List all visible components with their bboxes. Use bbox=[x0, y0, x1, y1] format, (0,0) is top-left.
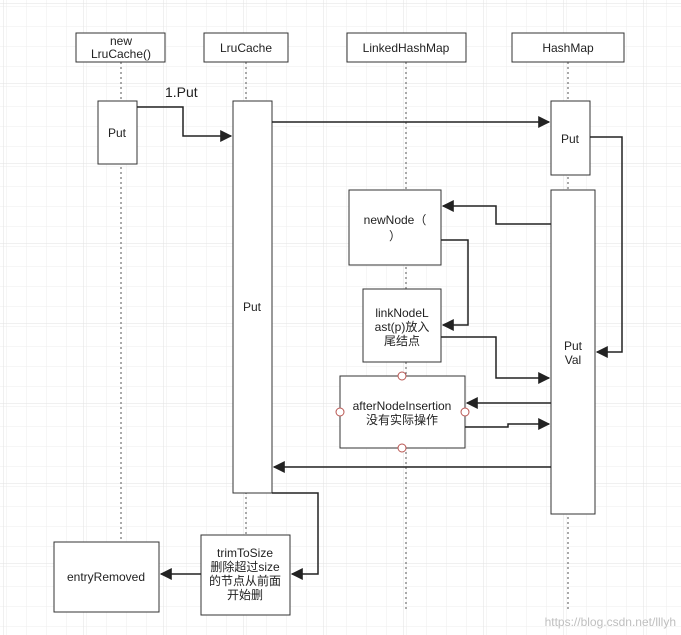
port-bottom bbox=[397, 443, 407, 453]
watermark-text: https://blog.csdn.net/lllyh bbox=[545, 615, 676, 629]
lifeline-label-new-line1: new bbox=[110, 34, 132, 48]
lifeline-label-lrucache: LruCache bbox=[220, 41, 272, 55]
lifeline-label-linkedhashmap: LinkedHashMap bbox=[363, 41, 450, 55]
box-entry-removed[interactable] bbox=[53, 541, 160, 613]
label-link-node-last-line3: 尾结点 bbox=[384, 334, 420, 348]
label-putval-line2: Val bbox=[565, 353, 581, 367]
label-new-node-line1: newNode（ bbox=[364, 213, 427, 227]
arrow-lrucache-to-trimtosize bbox=[272, 492, 319, 580]
label-lrucache-put: Put bbox=[243, 300, 262, 314]
label-link-node-last-line2: ast(p)放入 bbox=[375, 319, 430, 334]
label-putval-line1: Put bbox=[564, 339, 583, 353]
activation-lrucache-put[interactable] bbox=[232, 100, 273, 494]
activation-client-put[interactable] bbox=[97, 100, 138, 165]
arrow-newnode-to-linknodelast bbox=[441, 239, 469, 331]
lifeline-header-linkedhashmap[interactable] bbox=[346, 32, 467, 63]
port-top bbox=[397, 371, 407, 381]
label-after-node-insertion-line2: 没有实际操作 bbox=[366, 412, 438, 427]
activation-hashmap-put[interactable] bbox=[550, 100, 591, 176]
label-after-node-insertion-line1: afterNodeInsertion bbox=[353, 399, 452, 413]
arrow-linknodelast-to-putval bbox=[441, 336, 551, 384]
box-new-node[interactable] bbox=[348, 189, 442, 266]
port-right bbox=[460, 407, 470, 417]
box-trim-to-size[interactable] bbox=[200, 534, 291, 616]
label-hashmap-put: Put bbox=[561, 132, 580, 146]
box-after-node-insertion[interactable] bbox=[339, 375, 466, 449]
label-entry-removed: entryRemoved bbox=[67, 570, 145, 584]
label-trim-to-size-line1: trimToSize bbox=[217, 546, 273, 560]
activation-putval[interactable] bbox=[550, 189, 596, 515]
arrow-putval-to-newnode bbox=[441, 200, 551, 225]
label-trim-to-size-line2: 删除超过size bbox=[210, 559, 280, 574]
lifeline-header-new-lrucache[interactable] bbox=[75, 32, 166, 63]
lifeline-header-lrucache[interactable] bbox=[203, 32, 289, 63]
label-link-node-last-line1: linkNodeL bbox=[375, 306, 429, 320]
lifeline-label-hashmap: HashMap bbox=[542, 41, 594, 55]
port-left bbox=[335, 407, 345, 417]
message-label-put: 1.Put bbox=[165, 84, 198, 100]
label-client-put: Put bbox=[108, 126, 127, 140]
label-trim-to-size-line4: 开始删 bbox=[227, 588, 263, 602]
label-new-node-line2: ） bbox=[389, 229, 401, 243]
label-trim-to-size-line3: 的节点从前面 bbox=[209, 573, 281, 588]
lifeline-label-new-line2: LruCache() bbox=[91, 47, 151, 61]
arrow-client-to-lrucache-put bbox=[137, 106, 233, 142]
arrow-afternodeinsertion-to-putval bbox=[465, 418, 551, 430]
after-node-insertion-ports bbox=[335, 371, 470, 453]
lifeline-header-hashmap[interactable] bbox=[511, 32, 625, 63]
box-link-node-last[interactable] bbox=[362, 288, 442, 363]
arrow-put-to-putval bbox=[590, 136, 623, 358]
